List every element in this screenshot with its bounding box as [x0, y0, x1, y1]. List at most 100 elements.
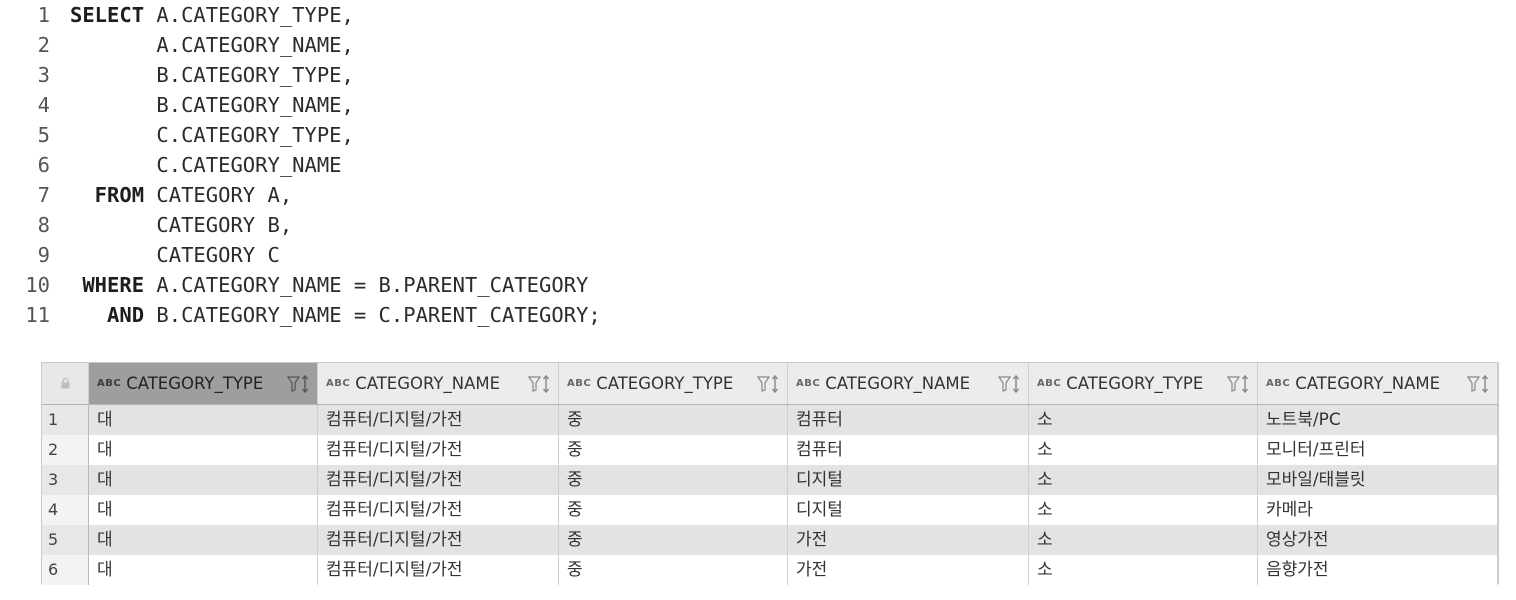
table-cell[interactable]: 대 — [89, 525, 318, 555]
code-line[interactable]: 7 FROM CATEGORY A, — [0, 180, 293, 210]
table-cell[interactable]: 대 — [89, 465, 318, 495]
code-line[interactable]: 5 C.CATEGORY_TYPE, — [0, 120, 354, 150]
column-header-label: CATEGORY_NAME — [355, 374, 501, 393]
line-number: 10 — [25, 273, 50, 297]
table-cell[interactable]: 컴퓨터/디지털/가전 — [318, 405, 559, 435]
table-cell[interactable]: 컴퓨터 — [788, 405, 1029, 435]
column-header-label: CATEGORY_TYPE — [596, 374, 734, 393]
text-type-icon: ABC — [97, 378, 122, 389]
table-cell[interactable]: 모바일/태블릿 — [1258, 465, 1498, 495]
line-number: 4 — [37, 93, 50, 117]
table-cell[interactable]: 가전 — [788, 555, 1029, 585]
table-cell[interactable]: 디지털 — [788, 465, 1029, 495]
table-cell[interactable]: 중 — [559, 435, 788, 465]
sql-keyword: WHERE — [70, 273, 145, 297]
table-cell[interactable]: 음향가전 — [1258, 555, 1498, 585]
table-cell[interactable]: 소 — [1029, 495, 1258, 525]
table-cell[interactable]: 모니터/프린터 — [1258, 435, 1498, 465]
text-type-icon: ABC — [326, 378, 351, 389]
code-line[interactable]: 10 WHERE A.CATEGORY_NAME = B.PARENT_CATE… — [0, 270, 588, 300]
table-cell[interactable]: 중 — [559, 525, 788, 555]
table-cell[interactable]: 소 — [1029, 405, 1258, 435]
result-grid: ABC CATEGORY_TYPE ABC CATEGORY_NAME ABC CATEG… — [41, 362, 1499, 585]
table-cell[interactable]: 중 — [559, 405, 788, 435]
code-line[interactable]: 4 B.CATEGORY_NAME, — [0, 90, 354, 120]
line-number: 6 — [37, 153, 50, 177]
lock-icon[interactable] — [42, 363, 89, 404]
table-cell[interactable]: 컴퓨터/디지털/가전 — [318, 525, 559, 555]
row-number[interactable]: 3 — [42, 465, 89, 495]
sql-code: B.CATEGORY_NAME, — [70, 93, 354, 117]
sql-keyword: FROM — [70, 183, 145, 207]
code-line[interactable]: 6 C.CATEGORY_NAME — [0, 150, 342, 180]
code-line[interactable]: 9 CATEGORY C — [0, 240, 280, 270]
row-number[interactable]: 1 — [42, 405, 89, 435]
code-line[interactable]: 8 CATEGORY B, — [0, 210, 293, 240]
table-cell[interactable]: 대 — [89, 435, 318, 465]
filter-sort-icon[interactable] — [757, 374, 781, 394]
filter-sort-icon[interactable] — [1467, 374, 1491, 394]
filter-sort-icon[interactable] — [998, 374, 1022, 394]
line-number: 3 — [37, 63, 50, 87]
table-cell[interactable]: 카메라 — [1258, 495, 1498, 525]
table-cell[interactable]: 컴퓨터 — [788, 435, 1029, 465]
filter-sort-icon[interactable] — [528, 374, 552, 394]
line-number: 2 — [37, 33, 50, 57]
table-cell[interactable]: 대 — [89, 555, 318, 585]
column-header[interactable]: ABC CATEGORY_TYPE — [89, 363, 318, 404]
table-cell[interactable]: 소 — [1029, 465, 1258, 495]
sql-code: C.CATEGORY_TYPE, — [70, 123, 354, 147]
code-line[interactable]: 3 B.CATEGORY_TYPE, — [0, 60, 354, 90]
table-cell[interactable]: 디지털 — [788, 495, 1029, 525]
table-cell[interactable]: 컴퓨터/디지털/가전 — [318, 495, 559, 525]
sql-code: CATEGORY C — [70, 243, 280, 267]
grid-header-row: ABC CATEGORY_TYPE ABC CATEGORY_NAME ABC CATEG… — [42, 363, 1498, 405]
table-cell[interactable]: 노트북/PC — [1258, 405, 1498, 435]
line-number: 9 — [37, 243, 50, 267]
code-line[interactable]: 2 A.CATEGORY_NAME, — [0, 30, 354, 60]
table-cell[interactable]: 소 — [1029, 555, 1258, 585]
table-cell[interactable]: 컴퓨터/디지털/가전 — [318, 465, 559, 495]
sql-code: CATEGORY A, — [144, 183, 293, 207]
table-cell[interactable]: 컴퓨터/디지털/가전 — [318, 555, 559, 585]
column-header-label: CATEGORY_TYPE — [126, 374, 264, 393]
table-cell[interactable]: 소 — [1029, 435, 1258, 465]
code-line[interactable]: 11 AND B.CATEGORY_NAME = C.PARENT_CATEGO… — [0, 300, 600, 330]
table-cell[interactable]: 가전 — [788, 525, 1029, 555]
table-cell[interactable]: 컴퓨터/디지털/가전 — [318, 435, 559, 465]
table-cell[interactable]: 소 — [1029, 525, 1258, 555]
filter-sort-icon[interactable] — [1227, 374, 1251, 394]
row-number[interactable]: 4 — [42, 495, 89, 525]
sql-keyword: SELECT — [70, 3, 145, 27]
table-cell[interactable]: 대 — [89, 405, 318, 435]
column-header-label: CATEGORY_NAME — [1295, 374, 1441, 393]
line-number: 5 — [37, 123, 50, 147]
table-cell[interactable]: 중 — [559, 495, 788, 525]
table-cell[interactable]: 대 — [89, 495, 318, 525]
row-number[interactable]: 5 — [42, 525, 89, 555]
line-number: 1 — [37, 3, 50, 27]
line-number: 11 — [25, 303, 50, 327]
column-header[interactable]: ABC CATEGORY_NAME — [318, 363, 559, 404]
filter-sort-icon[interactable] — [287, 374, 311, 394]
row-number[interactable]: 2 — [42, 435, 89, 465]
table-cell[interactable]: 중 — [559, 465, 788, 495]
row-number[interactable]: 6 — [42, 555, 89, 585]
line-number: 8 — [37, 213, 50, 237]
column-header-label: CATEGORY_NAME — [825, 374, 971, 393]
text-type-icon: ABC — [1037, 378, 1062, 389]
table-cell[interactable]: 중 — [559, 555, 788, 585]
table-cell[interactable]: 영상가전 — [1258, 525, 1498, 555]
